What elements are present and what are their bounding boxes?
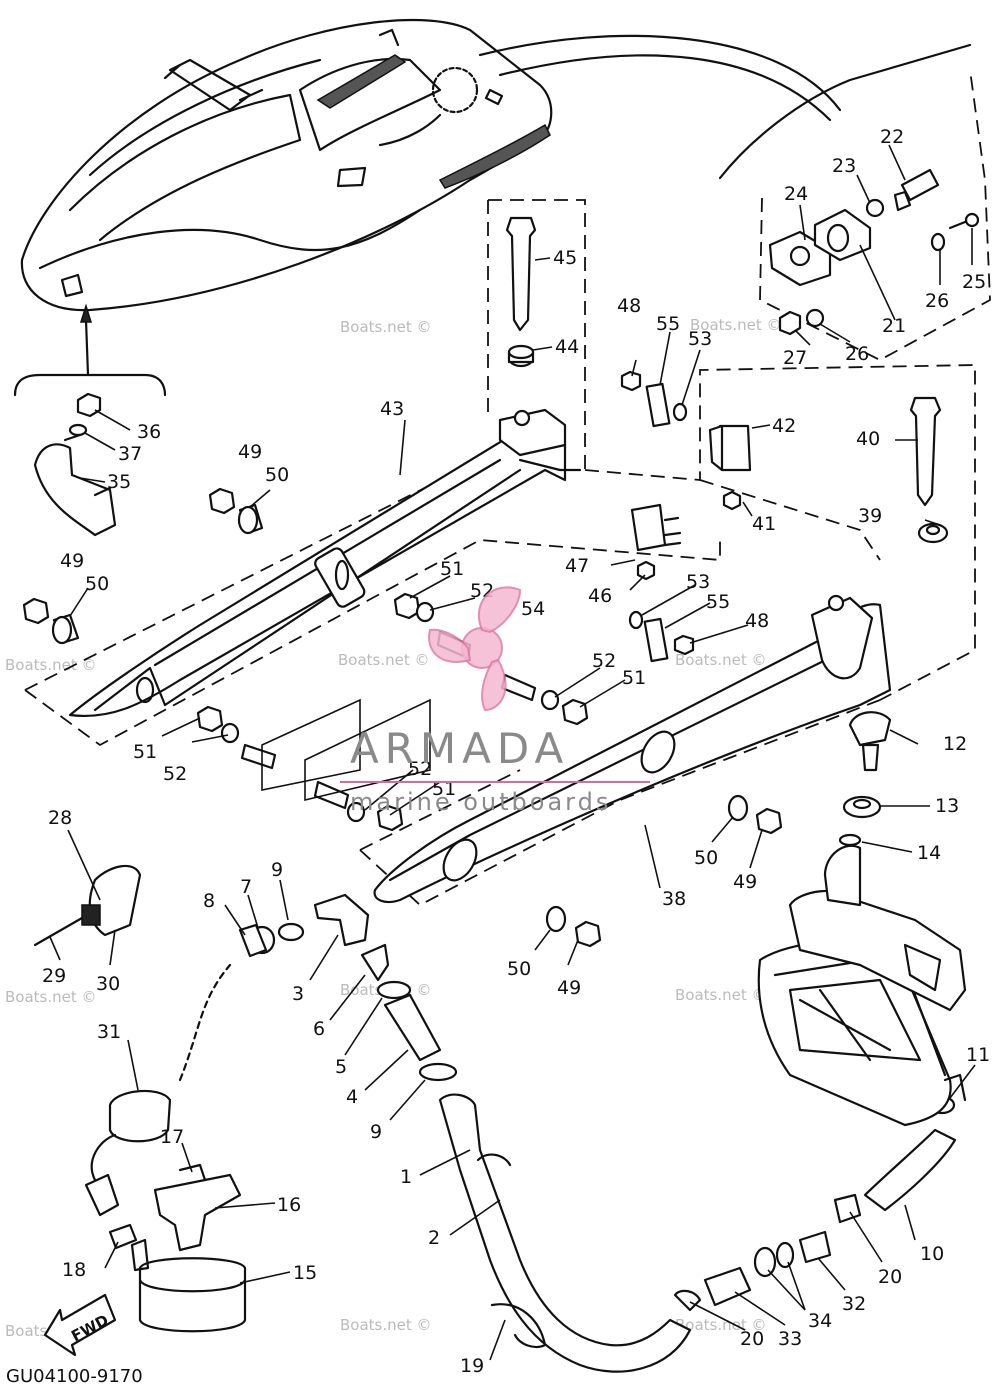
- watermark: Boats.net ©: [5, 988, 97, 1006]
- callout-24: 24: [784, 183, 808, 205]
- callout-47: 47: [565, 555, 589, 577]
- callout-55: 55: [706, 591, 730, 613]
- callout-45: 45: [553, 247, 577, 269]
- brand-watermark: ARMADA marine outboards: [340, 586, 650, 816]
- callout-28: 28: [48, 807, 72, 829]
- watermark: Boats.net ©: [338, 651, 430, 669]
- callout-52: 52: [408, 758, 432, 780]
- callout-44: 44: [555, 336, 579, 358]
- inset-bracket: [13, 373, 167, 397]
- callout-53: 53: [686, 571, 710, 593]
- frame-38: [373, 594, 892, 904]
- callout-54: 54: [521, 598, 545, 620]
- callout-labels: 1 2 3 4 5 6 7 8 9 9 10 11 12 13 14 15 16…: [42, 126, 990, 1377]
- callout-10: 10: [920, 1243, 944, 1265]
- callout-26: 26: [845, 343, 869, 365]
- callout-34: 34: [808, 1310, 832, 1332]
- callout-49: 49: [238, 441, 262, 463]
- callout-23: 23: [832, 155, 856, 177]
- callout-14: 14: [917, 842, 941, 864]
- callout-51: 51: [432, 778, 456, 800]
- callout-32: 32: [842, 1293, 866, 1315]
- callout-49: 49: [557, 977, 581, 999]
- callout-15: 15: [293, 1262, 317, 1284]
- callout-41: 41: [752, 513, 776, 535]
- callout-2: 2: [428, 1227, 440, 1249]
- callout-50: 50: [694, 847, 718, 869]
- callout-51: 51: [622, 667, 646, 689]
- callout-48: 48: [617, 295, 641, 317]
- callout-50: 50: [265, 464, 289, 486]
- callout-9: 9: [370, 1121, 382, 1143]
- callout-51: 51: [133, 741, 157, 763]
- callout-40: 40: [856, 428, 880, 450]
- callout-1: 1: [400, 1166, 412, 1188]
- watermark: Boats.net ©: [340, 318, 432, 336]
- callout-31: 31: [97, 1021, 121, 1043]
- jet-pump-housing: [757, 844, 967, 1127]
- propeller-logo-icon: [428, 586, 522, 712]
- callout-17: 17: [160, 1126, 184, 1148]
- leader-lines: [49, 144, 976, 1361]
- callout-43: 43: [380, 398, 404, 420]
- callout-51: 51: [440, 558, 464, 580]
- callout-3: 3: [292, 983, 304, 1005]
- callout-33: 33: [778, 1328, 802, 1350]
- callout-9: 9: [271, 859, 283, 881]
- callout-12: 12: [943, 733, 967, 755]
- fwd-arrow: [43, 1293, 117, 1357]
- callout-22: 22: [880, 126, 904, 148]
- watermark: Boats.net ©: [690, 316, 782, 334]
- callout-53: 53: [688, 328, 712, 350]
- hardware-parts: [22, 168, 980, 1373]
- callout-26: 26: [925, 290, 949, 312]
- watercraft-hull-drawing: [20, 18, 842, 312]
- callout-27: 27: [783, 347, 807, 369]
- watermark: Boats.net ©: [5, 656, 97, 674]
- watermark: Boats.net ©: [675, 986, 767, 1004]
- callout-52: 52: [163, 763, 187, 785]
- callout-38: 38: [662, 888, 686, 910]
- callout-42: 42: [772, 415, 796, 437]
- callout-13: 13: [935, 795, 959, 817]
- callout-37: 37: [118, 443, 142, 465]
- callout-4: 4: [346, 1086, 358, 1108]
- callout-21: 21: [882, 315, 906, 337]
- callout-18: 18: [62, 1259, 86, 1281]
- callout-55: 55: [656, 313, 680, 335]
- callout-25: 25: [962, 271, 986, 293]
- callout-49: 49: [60, 550, 84, 572]
- callout-20: 20: [878, 1266, 902, 1288]
- watermark: Boats.net ©: [675, 651, 767, 669]
- callout-30: 30: [96, 973, 120, 995]
- brand-name: ARMADA: [350, 724, 569, 773]
- frame-43: [68, 408, 582, 717]
- callout-36: 36: [137, 421, 161, 443]
- watermark: Boats.net ©: [340, 1316, 432, 1334]
- callout-49: 49: [733, 871, 757, 893]
- callout-50: 50: [85, 573, 109, 595]
- callout-6: 6: [313, 1018, 325, 1040]
- callout-16: 16: [277, 1194, 301, 1216]
- callout-11: 11: [966, 1044, 990, 1066]
- callout-5: 5: [335, 1056, 347, 1078]
- callout-46: 46: [588, 585, 612, 607]
- callout-29: 29: [42, 965, 66, 987]
- callout-8: 8: [203, 890, 215, 912]
- callout-39: 39: [858, 505, 882, 527]
- callout-35: 35: [107, 471, 131, 493]
- callout-20: 20: [740, 1328, 764, 1350]
- callout-52: 52: [592, 650, 616, 672]
- callout-19: 19: [460, 1355, 484, 1377]
- callout-50: 50: [507, 958, 531, 980]
- callout-7: 7: [240, 876, 252, 898]
- assembly-group-outlines: [24, 43, 991, 907]
- brand-tagline: marine outboards: [350, 788, 611, 816]
- callout-48: 48: [745, 610, 769, 632]
- diagram-code: GU04100-9170: [6, 1366, 143, 1387]
